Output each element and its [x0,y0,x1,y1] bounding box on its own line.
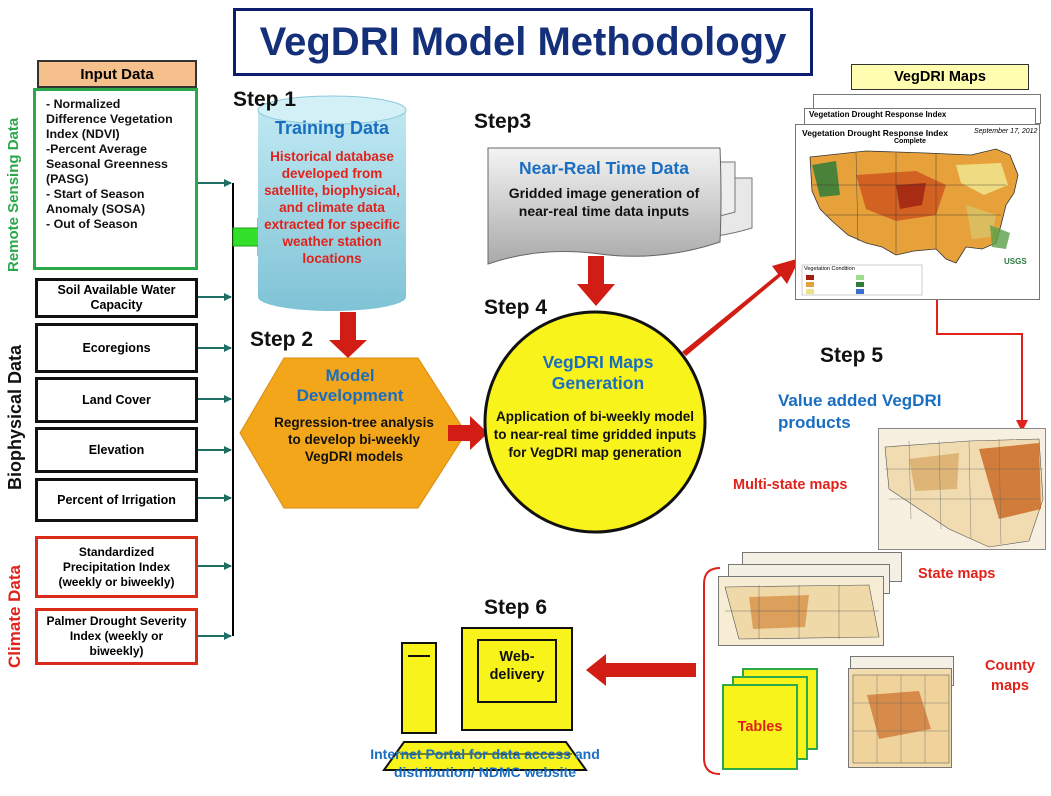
near-real-time-title: Near-Real Time Data [519,158,689,178]
near-real-time-doc-stack [487,147,753,265]
near-real-time-text: Gridded image generation of near-real ti… [508,185,700,219]
remote-sensing-item: - Normalized [46,97,121,111]
climate-item: Palmer Drought Severity Index (weekly or… [35,608,198,665]
biophysical-item: Percent of Irrigation [35,478,198,522]
state-map [718,576,884,646]
remote-sensing-item: - Out of Season [46,217,138,231]
remote-sensing-item: Seasonal Greenness [46,157,168,171]
value-added-title: Value added VegDRI products [778,391,942,432]
multi-state-map-graphic [884,438,1044,548]
model-development-text: Regression-tree analysis to develop bi-w… [274,415,434,464]
step4-label: Step 4 [484,296,548,319]
map-legend-title: Vegetation Condition [804,266,855,272]
county-map [848,668,952,768]
arrow-step2-to-step4 [448,416,488,450]
arrow-step3-to-step4 [577,256,615,306]
map-sheet-title: Vegetation Drought Response Index [809,110,947,119]
remote-sensing-item: (PASG) [46,172,89,186]
biophysical-item: Land Cover [35,377,198,423]
remote-sensing-item: -Percent Average [46,142,148,156]
maps-to-products-line [936,300,1023,428]
step3-label: Step3 [474,110,532,133]
remote-sensing-item: Index (NDVI) [46,127,120,141]
arrow-products-to-web [586,654,696,686]
county-map-graphic [852,674,950,764]
us-map-graphic [801,148,1019,296]
vegdri-maps-header: VegDRI Maps [851,64,1029,90]
remote-sensing-item: Anomaly (SOSA) [46,202,146,216]
remote-sensing-item: Difference Vegetation [46,112,173,126]
map-date: September 17, 2012 [974,128,1038,135]
multi-state-map [878,428,1046,550]
county-maps-label: County maps [985,658,1035,694]
remote-sensing-box: - Normalized Difference Vegetation Index… [33,88,198,270]
training-data-title: Training Data [274,118,390,138]
model-development-title: Model Development [296,366,404,405]
step5-label: Step 5 [820,344,884,367]
products-bracket [703,567,721,775]
vegdri-national-map: Vegetation Drought Response Index Septem… [795,124,1040,300]
training-data-cylinder [257,95,407,311]
web-delivery-text: Web-delivery [489,649,545,683]
arrow-step1-to-step2 [329,312,367,358]
maps-generation-text: Application of bi-weekly model to near-r… [493,409,697,460]
map-subtitle: Complete [894,138,926,145]
multi-state-maps-label: Multi-state maps [733,477,848,493]
biophysical-item: Soil Available Water Capacity [35,278,198,318]
biophysical-label: Biophysical Data [5,344,25,490]
training-data-text: Historical database developed from satel… [264,149,400,266]
arrow-step4-to-maps [682,258,800,356]
step6-label: Step 6 [484,596,548,619]
biophysical-item: Ecoregions [35,323,198,373]
biophysical-item: Elevation [35,427,198,473]
tables-card: Tables [722,684,798,770]
computer-icon [382,627,588,771]
step2-label: Step 2 [250,328,314,351]
usgs-logo: USGS [1004,257,1027,266]
state-maps-label: State maps [918,566,996,582]
model-development-hexagon [239,357,467,509]
maps-generation-title: VegDRI Maps Generation [542,352,654,393]
climate-label: Climate Data [5,565,24,668]
map-title: Vegetation Drought Response Index [802,128,948,138]
remote-sensing-label: Remote Sensing Data [5,117,22,272]
internet-portal-caption: Internet Portal for data access and dist… [370,746,600,780]
state-map-graphic [724,584,880,640]
maps-generation-circle [483,310,707,534]
remote-sensing-item: - Start of Season [46,187,145,201]
step1-label: Step 1 [233,88,297,111]
input-data-header: Input Data [37,60,197,88]
climate-item: Standardized Precipitation Index (weekly… [35,536,198,598]
page-title: VegDRI Model Methodology [233,8,813,76]
